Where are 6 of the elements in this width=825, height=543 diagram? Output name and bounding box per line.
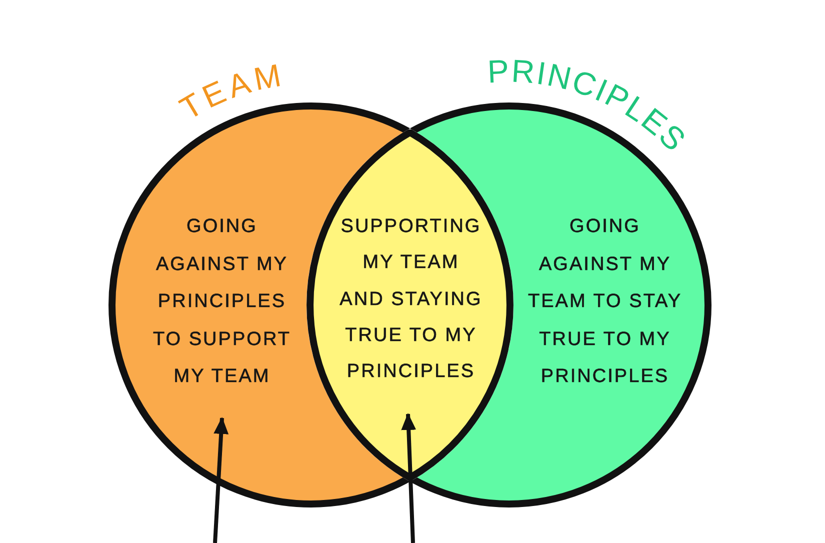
arrow	[213, 417, 229, 543]
region-text: SUPPORTING MY TEAM AND STAYING TRUE TO MY PRINCIPLES	[338, 215, 484, 384]
region-text: GOING AGAINST MY PRINCIPLES TO SUPPORT MY TEAM	[152, 215, 292, 389]
heading: TEAM	[174, 56, 288, 127]
arrow	[401, 413, 416, 543]
region-text: GOING AGAINST MY TEAM TO STAY TRUE TO MY PRINCIPLES	[526, 215, 684, 389]
